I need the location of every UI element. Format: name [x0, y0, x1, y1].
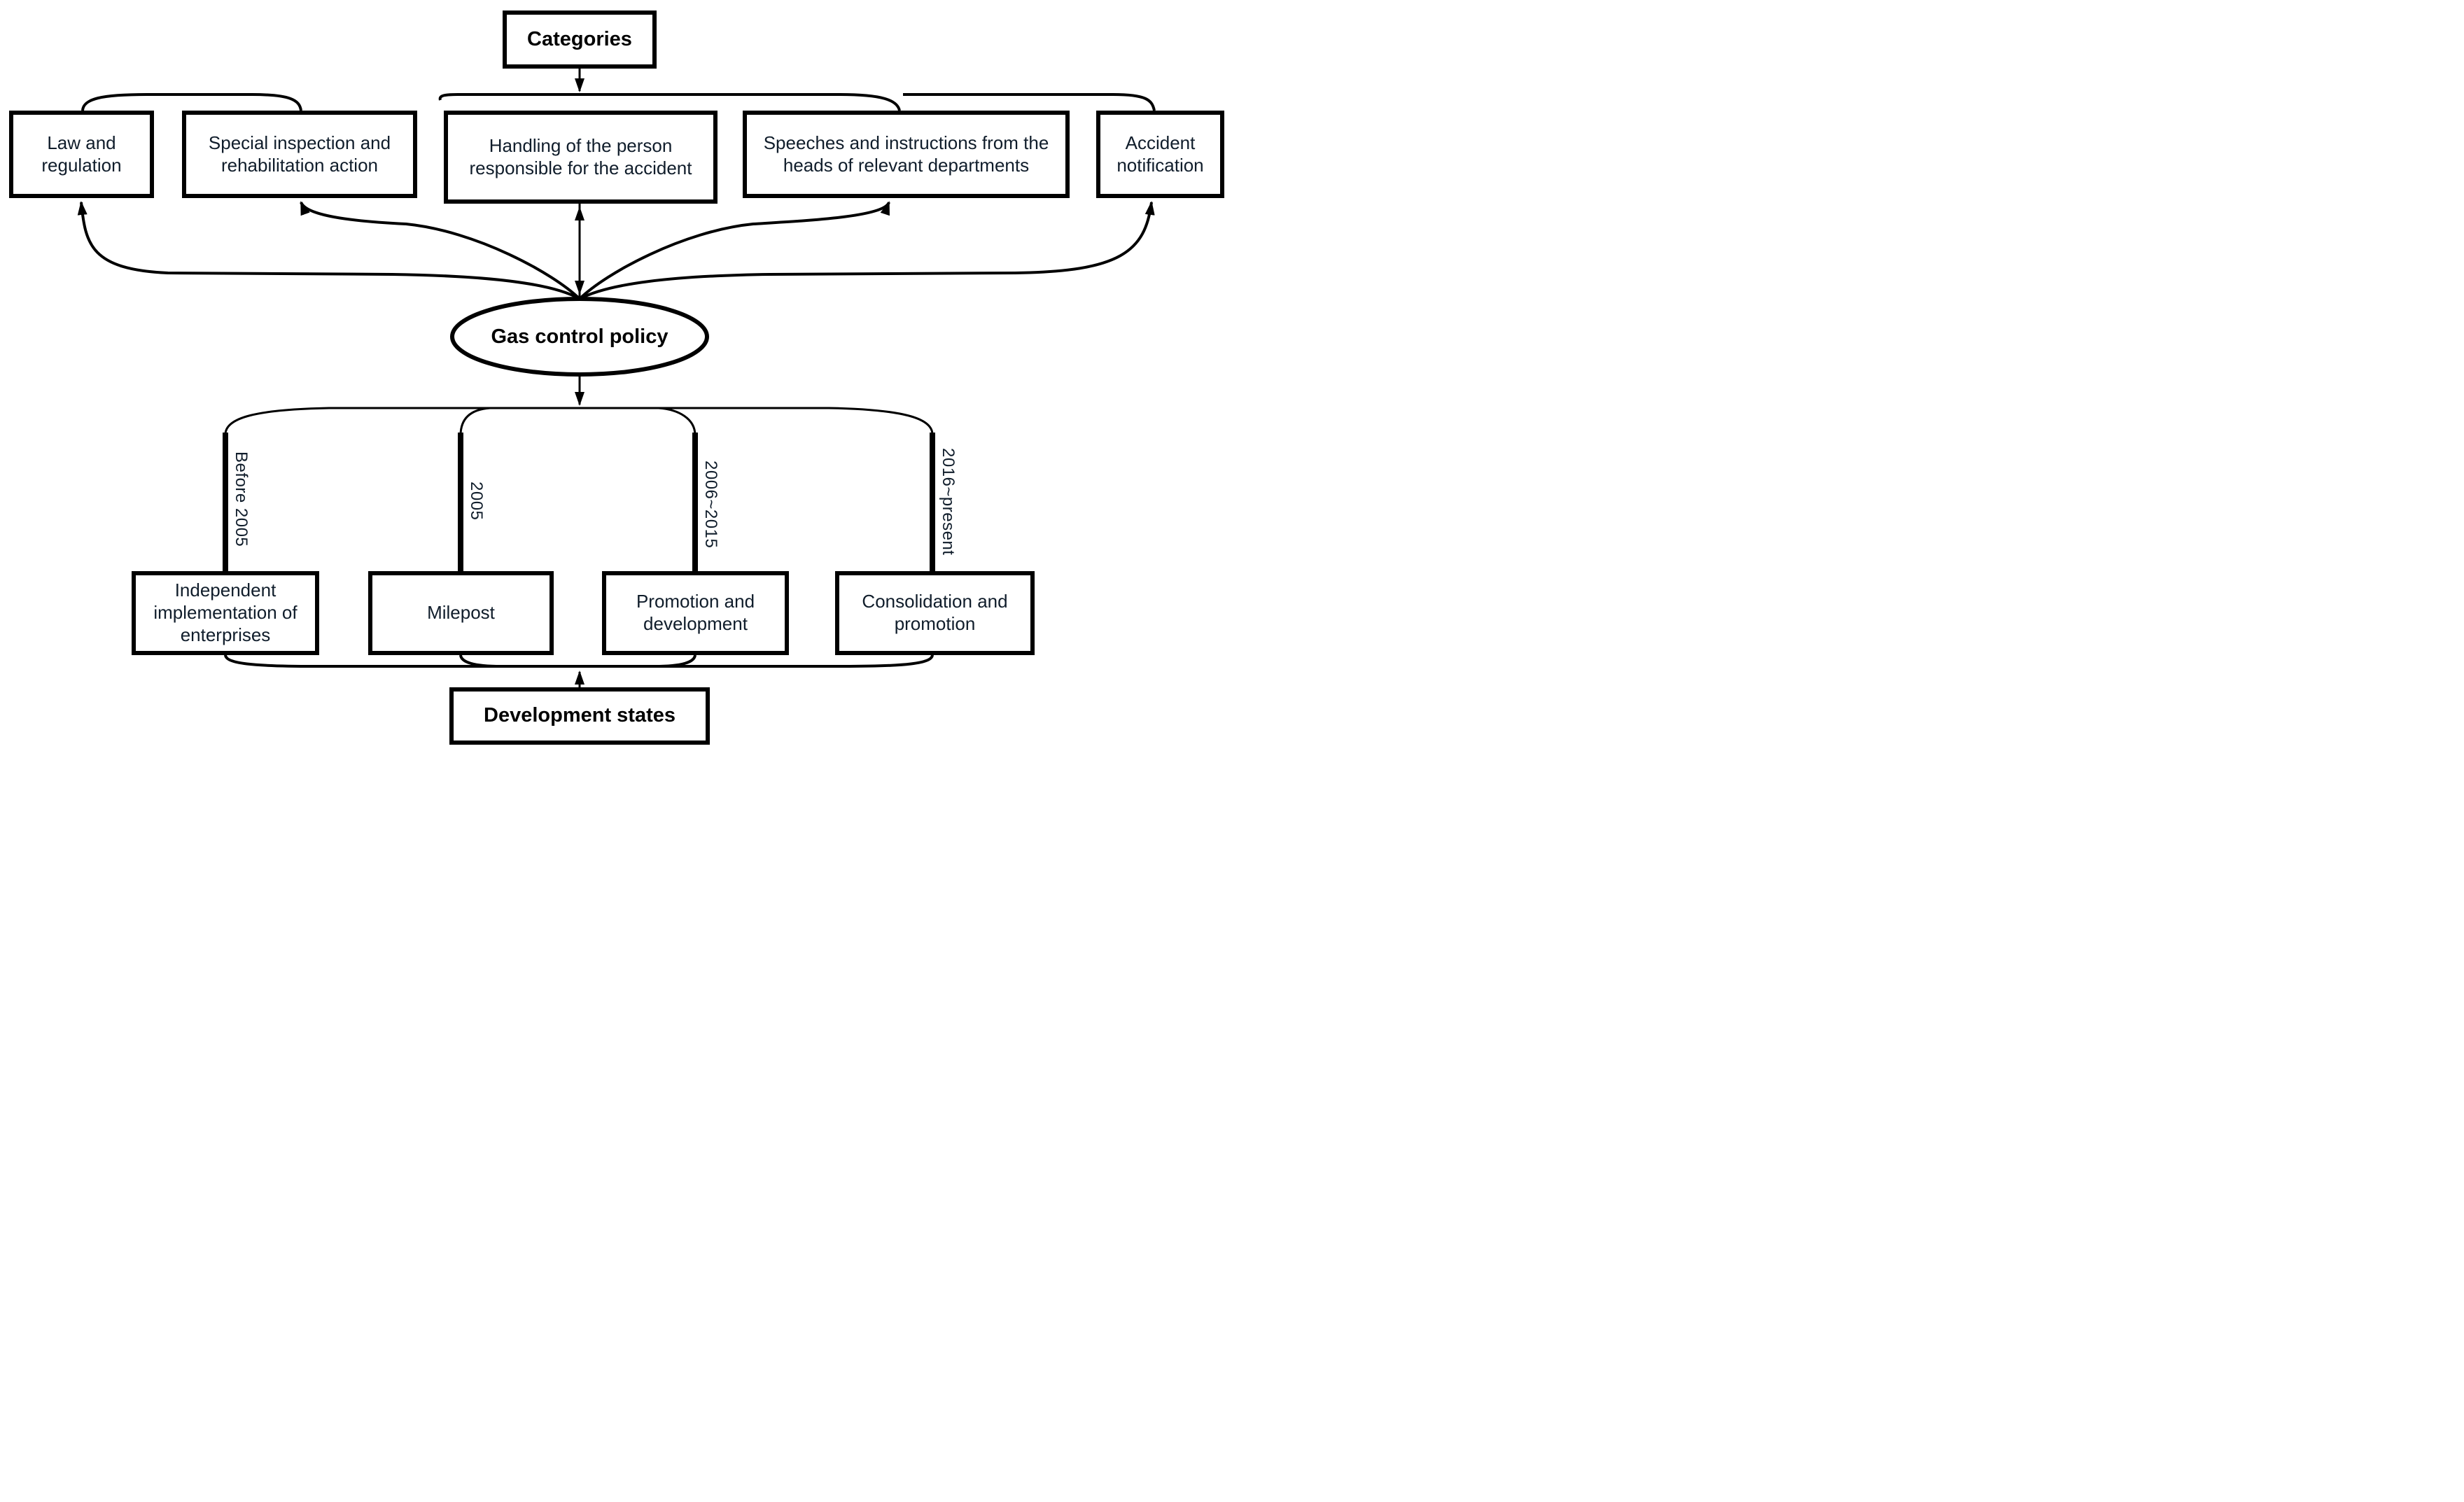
category-label: Speeches and instructions from the heads…	[763, 132, 1049, 176]
gas-control-policy-node: Gas control policy	[462, 312, 697, 361]
period-label-2006-2015: 2006~2015	[701, 461, 720, 549]
timeline-branch-2005	[459, 407, 491, 436]
category-box-speeches-instructions: Speeches and instructions from the heads…	[743, 111, 1070, 198]
state-box-promotion-development: Promotion and development	[602, 571, 789, 655]
timeline-branch-2006	[658, 407, 696, 436]
development-states-node: Development states	[449, 687, 710, 745]
diagram-canvas: Categories Law and regulation Special in…	[0, 0, 1232, 751]
period-label-2005: 2005	[467, 482, 486, 521]
states-branch-promotion	[654, 654, 696, 668]
categories-node: Categories	[503, 10, 657, 69]
category-box-handling-person: Handling of the person responsible for t…	[444, 111, 718, 204]
connector-layer	[77, 69, 1156, 687]
state-label: Milepost	[427, 602, 495, 624]
category-box-special-inspection: Special inspection and rehabilitation ac…	[182, 111, 417, 198]
development-states-label: Development states	[484, 704, 676, 727]
category-box-law-and-regulation: Law and regulation	[9, 111, 154, 198]
state-box-independent-implementation: Independent implementation of enterprise…	[132, 571, 319, 655]
curve-policy-to-notification	[579, 201, 1155, 300]
category-box-accident-notification: Accident notification	[1096, 111, 1224, 198]
top-brace-right	[903, 93, 1156, 111]
state-label: Independent implementation of enterprise…	[153, 580, 298, 645]
category-label: Special inspection and rehabilitation ac…	[208, 132, 391, 176]
top-brace-middle	[438, 93, 901, 111]
top-brace-left	[81, 93, 302, 111]
period-label-2016-present: 2016~present	[939, 448, 958, 556]
category-label: Law and regulation	[41, 132, 122, 176]
states-converge-brace	[224, 654, 934, 668]
state-label: Consolidation and promotion	[862, 591, 1008, 634]
timeline-brace	[224, 407, 934, 435]
curve-policy-to-speeches	[578, 201, 890, 300]
state-label: Promotion and development	[636, 591, 755, 634]
category-label: Handling of the person responsible for t…	[469, 134, 692, 178]
state-box-consolidation-promotion: Consolidation and promotion	[835, 571, 1035, 655]
categories-label: Categories	[527, 27, 632, 50]
states-branch-milepost	[459, 654, 502, 668]
category-label: Accident notification	[1116, 132, 1204, 176]
curve-policy-to-inspection	[300, 201, 581, 300]
curve-policy-to-law	[77, 201, 581, 300]
policy-label: Gas control policy	[491, 325, 668, 348]
state-box-milepost: Milepost	[368, 571, 554, 655]
period-label-before-2005: Before 2005	[232, 451, 251, 547]
